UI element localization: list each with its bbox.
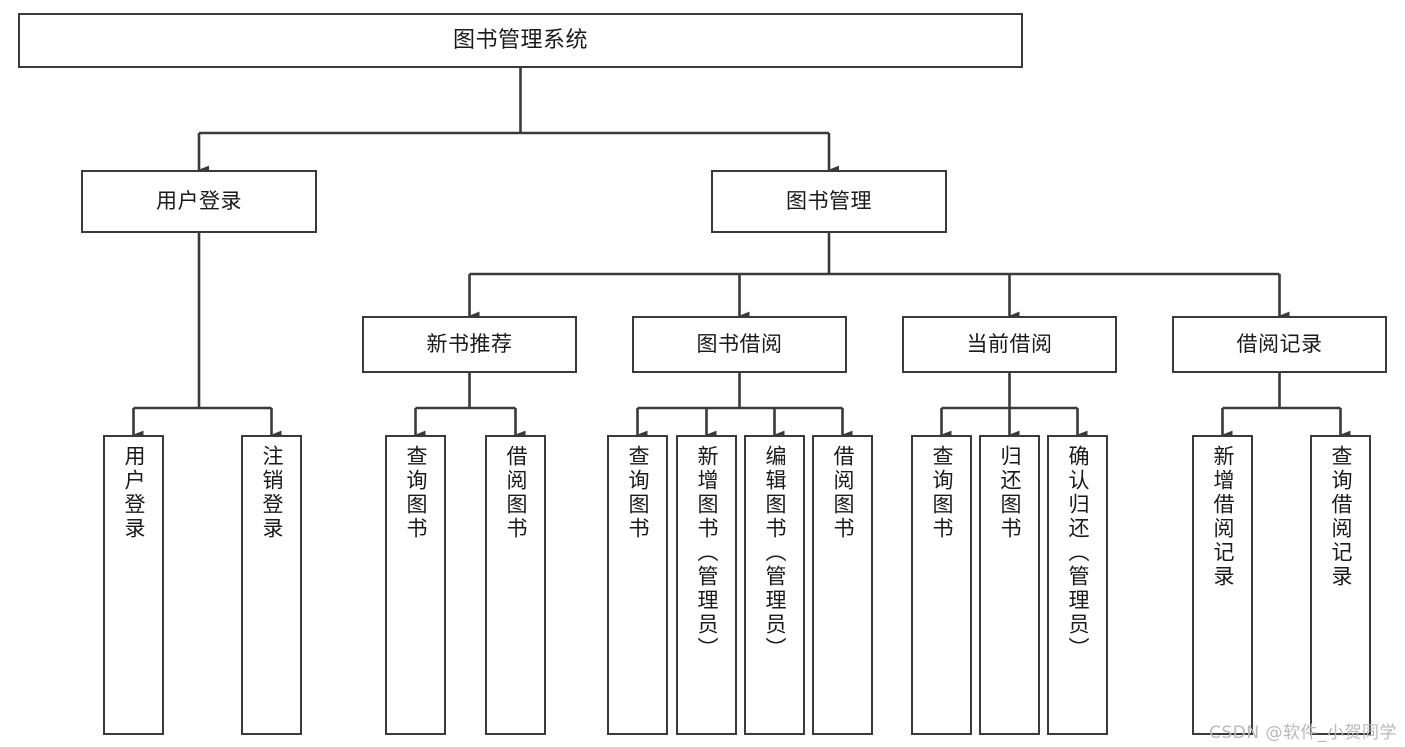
- node-leaf-query-book-3[interactable]: 查询图书: [911, 435, 972, 735]
- node-label: 图书管理系统: [452, 27, 588, 53]
- node-leaf-add-book[interactable]: 新增图书（管理员）: [676, 435, 737, 735]
- node-label: 用户登录: [122, 445, 146, 541]
- node-leaf-user-login[interactable]: 用户登录: [103, 435, 164, 735]
- node-user-login[interactable]: 用户登录: [81, 170, 317, 233]
- node-label: 新书推荐: [426, 332, 513, 357]
- node-new-book-recommend[interactable]: 新书推荐: [362, 316, 577, 373]
- node-label: 用户登录: [156, 189, 242, 214]
- node-leaf-user-logout[interactable]: 注销登录: [241, 435, 302, 735]
- node-label: 归还图书: [998, 445, 1022, 541]
- node-leaf-add-record[interactable]: 新增借阅记录: [1192, 435, 1253, 735]
- node-leaf-query-book-1[interactable]: 查询图书: [385, 435, 446, 735]
- node-label: 编辑图书（管理员）: [763, 445, 787, 661]
- node-leaf-query-record[interactable]: 查询借阅记录: [1310, 435, 1371, 735]
- csdn-watermark: CSDN @软件_小贺同学: [1209, 723, 1397, 743]
- node-book-borrow[interactable]: 图书借阅: [632, 316, 847, 373]
- node-leaf-query-book-2[interactable]: 查询图书: [607, 435, 668, 735]
- node-label: 新增借阅记录: [1211, 445, 1235, 589]
- node-leaf-borrow-book-1[interactable]: 借阅图书: [485, 435, 546, 735]
- node-label: 图书管理: [786, 189, 872, 214]
- node-leaf-confirm-return[interactable]: 确认归还（管理员）: [1047, 435, 1108, 735]
- node-label: 确认归还（管理员）: [1066, 445, 1090, 661]
- node-leaf-return-book[interactable]: 归还图书: [979, 435, 1040, 735]
- node-label: 图书借阅: [696, 332, 783, 357]
- node-label: 注销登录: [260, 445, 284, 541]
- node-label: 查询图书: [404, 445, 428, 541]
- node-current-borrow[interactable]: 当前借阅: [902, 316, 1117, 373]
- node-book-management[interactable]: 图书管理: [711, 170, 947, 233]
- node-leaf-borrow-book-2[interactable]: 借阅图书: [812, 435, 873, 735]
- node-label: 查询图书: [930, 445, 954, 541]
- node-root-system[interactable]: 图书管理系统: [18, 13, 1023, 68]
- node-label: 新增图书（管理员）: [695, 445, 719, 661]
- node-label: 查询借阅记录: [1329, 445, 1353, 589]
- node-label: 借阅记录: [1236, 332, 1323, 357]
- node-label: 借阅图书: [831, 445, 855, 541]
- node-label: 查询图书: [626, 445, 650, 541]
- node-label: 当前借阅: [966, 332, 1053, 357]
- node-leaf-edit-book[interactable]: 编辑图书（管理员）: [744, 435, 805, 735]
- node-label: 借阅图书: [504, 445, 528, 541]
- node-borrow-record[interactable]: 借阅记录: [1172, 316, 1387, 373]
